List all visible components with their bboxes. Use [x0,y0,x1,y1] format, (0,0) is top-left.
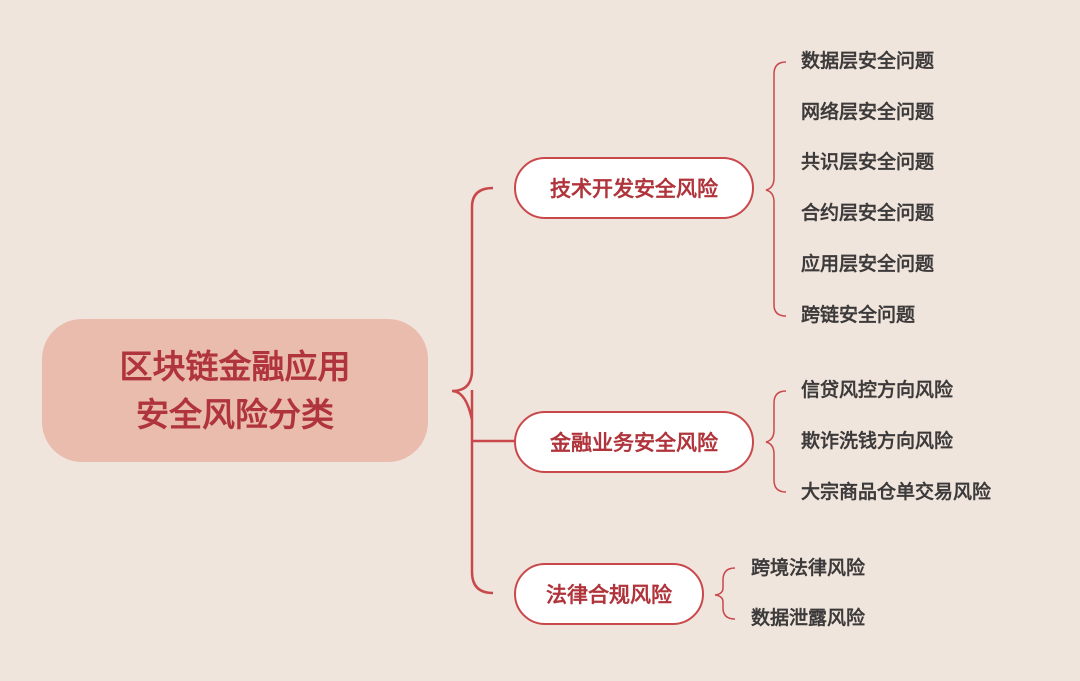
leaf-item: 应用层安全问题 [801,253,935,275]
leaf-item: 合约层安全问题 [801,202,935,224]
branch-label: 法律合规风险 [546,583,672,607]
root-title-line1: 区块链金融应用 [119,346,351,386]
leaf-item: 跨链安全问题 [801,304,916,326]
leaf-item: 跨境法律风险 [751,557,866,579]
root-title-line2: 安全风险分类 [136,394,334,434]
leaf-item: 信贷风控方向风险 [801,379,954,401]
root-node: 区块链金融应用 安全风险分类 [42,319,428,462]
branch2-connector [765,390,787,493]
branch-label: 金融业务安全风险 [550,431,718,455]
branch1-connector [765,61,787,317]
leaf-item: 共识层安全问题 [801,151,935,173]
branch-tech-dev: 技术开发安全风险 [514,157,754,219]
branch-label: 技术开发安全风险 [550,177,718,201]
root-connector [451,186,514,595]
branch-legal-compliance: 法律合规风险 [514,563,704,625]
leaf-item: 数据层安全问题 [801,50,935,72]
leaf-item: 数据泄露风险 [751,607,866,629]
leaf-item: 网络层安全问题 [801,101,935,123]
branch3-connector [714,567,736,620]
leaf-item: 欺诈洗钱方向风险 [801,430,954,452]
branch-finance-business: 金融业务安全风险 [514,411,754,473]
leaf-item: 大宗商品仓单交易风险 [801,481,992,503]
